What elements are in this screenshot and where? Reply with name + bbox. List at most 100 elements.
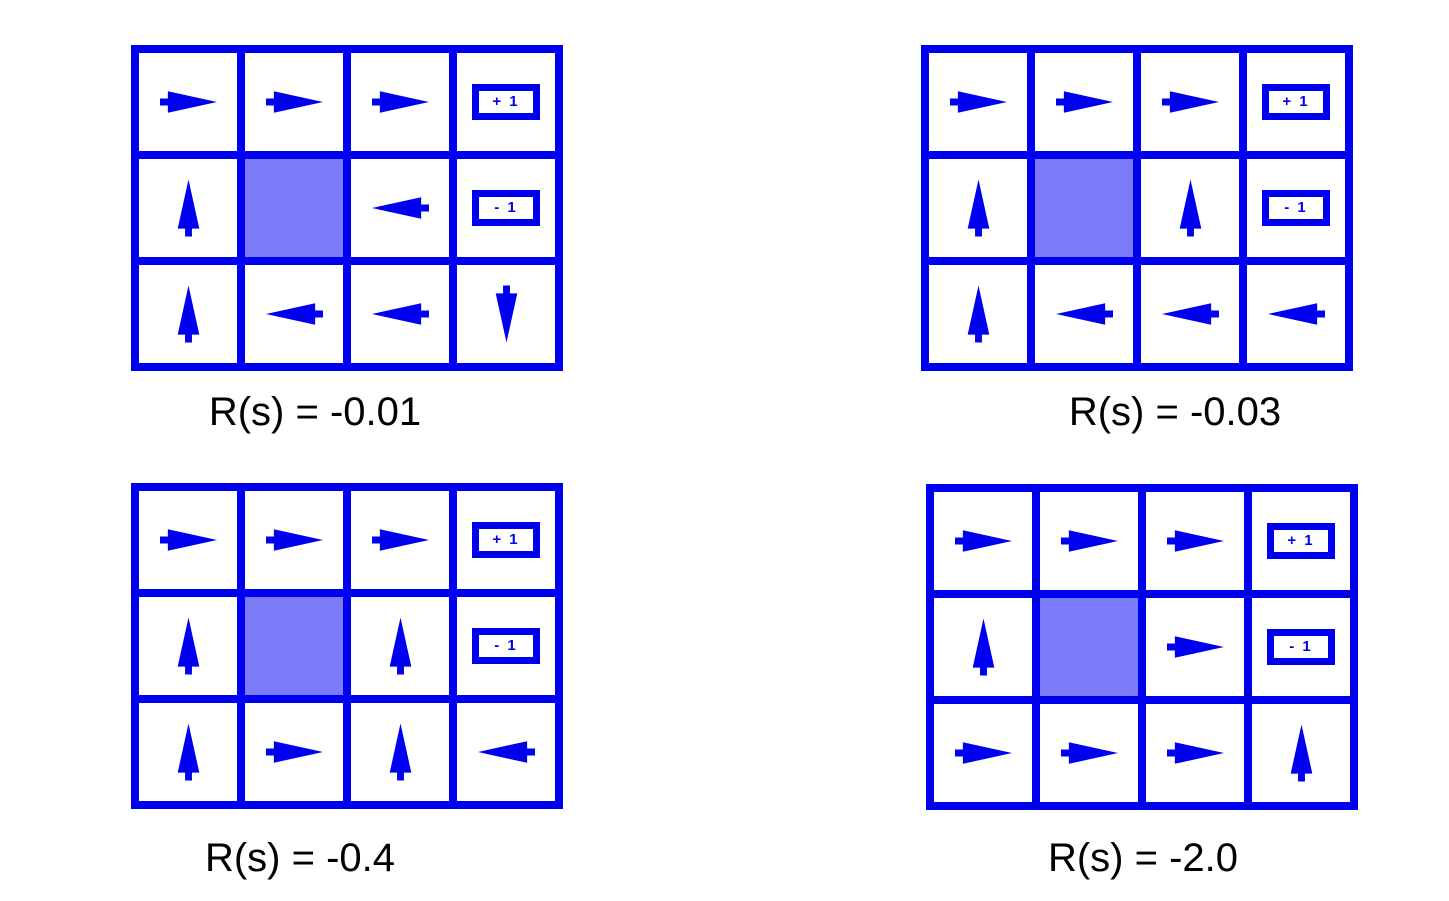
cell-r3-c1	[934, 704, 1032, 802]
cell-r1-c4: + 1	[457, 491, 555, 589]
arrow-up-icon	[177, 617, 199, 675]
cell-r2-c4: - 1	[1247, 159, 1345, 257]
cell-r2-c4: - 1	[457, 159, 555, 257]
arrow-left-icon	[477, 741, 535, 763]
wall-cell	[1035, 159, 1133, 257]
arrow-right-icon	[371, 91, 429, 113]
terminal-plus-one: + 1	[1262, 84, 1330, 120]
cell-r3-c4	[1252, 704, 1350, 802]
cell-r1-c3	[1146, 492, 1244, 590]
arrow-left-icon	[265, 303, 323, 325]
cell-r3-c4	[1247, 265, 1345, 363]
policy-grid-3: + 1 - 1	[131, 483, 563, 809]
cell-r1-c4: + 1	[1247, 53, 1345, 151]
cell-r2-c3	[351, 597, 449, 695]
cell-r2-c1	[139, 597, 237, 695]
cell-r3-c3	[1146, 704, 1244, 802]
arrow-up-icon	[1290, 724, 1312, 782]
cell-r2-c1	[934, 598, 1032, 696]
arrow-right-icon	[1161, 91, 1219, 113]
arrow-left-icon	[1055, 303, 1113, 325]
cell-r3-c2	[1035, 265, 1133, 363]
arrow-up-icon	[389, 723, 411, 781]
cell-r3-c2	[245, 265, 343, 363]
cell-r1-c3	[351, 53, 449, 151]
arrow-up-icon	[1179, 179, 1201, 237]
terminal-plus-one: + 1	[1267, 523, 1335, 559]
arrow-right-icon	[265, 529, 323, 551]
arrow-right-icon	[954, 742, 1012, 764]
arrow-up-icon	[177, 723, 199, 781]
policy-grid-4: + 1 - 1	[926, 484, 1358, 810]
cell-r1-c1	[139, 53, 237, 151]
cell-r2-c3	[1146, 598, 1244, 696]
arrow-right-icon	[159, 529, 217, 551]
cell-r2-c1	[929, 159, 1027, 257]
cell-r3-c3	[351, 703, 449, 801]
wall-cell	[245, 159, 343, 257]
arrow-right-icon	[949, 91, 1007, 113]
arrow-up-icon	[972, 618, 994, 676]
cell-r1-c3	[351, 491, 449, 589]
arrow-right-icon	[1166, 742, 1224, 764]
arrow-right-icon	[371, 529, 429, 551]
cell-r1-c1	[929, 53, 1027, 151]
cell-r1-c2	[245, 53, 343, 151]
arrow-right-icon	[265, 91, 323, 113]
arrow-left-icon	[1267, 303, 1325, 325]
arrow-right-icon	[265, 741, 323, 763]
arrow-right-icon	[1060, 530, 1118, 552]
cell-r3-c4	[457, 265, 555, 363]
arrow-left-icon	[1161, 303, 1219, 325]
wall-cell	[245, 597, 343, 695]
arrow-right-icon	[1055, 91, 1113, 113]
cell-r2-c3	[351, 159, 449, 257]
arrow-up-icon	[967, 285, 989, 343]
arrow-up-icon	[967, 179, 989, 237]
arrow-right-icon	[1166, 530, 1224, 552]
reward-label-1: R(s) = -0.01	[208, 390, 422, 434]
arrow-down-icon	[495, 285, 517, 343]
terminal-minus-one: - 1	[1267, 629, 1335, 665]
cell-r1-c4: + 1	[1252, 492, 1350, 590]
terminal-plus-one: + 1	[472, 84, 540, 120]
terminal-minus-one: - 1	[1262, 190, 1330, 226]
policy-grid-2: + 1 - 1	[921, 45, 1353, 371]
cell-r3-c1	[929, 265, 1027, 363]
arrow-up-icon	[389, 617, 411, 675]
cell-r1-c1	[934, 492, 1032, 590]
cell-r1-c3	[1141, 53, 1239, 151]
cell-r3-c1	[139, 265, 237, 363]
arrow-up-icon	[177, 179, 199, 237]
arrow-left-icon	[371, 197, 429, 219]
arrow-left-icon	[371, 303, 429, 325]
cell-r2-c4: - 1	[1252, 598, 1350, 696]
arrow-right-icon	[1060, 742, 1118, 764]
terminal-minus-one: - 1	[472, 628, 540, 664]
reward-label-2: R(s) = -0.03	[1068, 390, 1282, 434]
cell-r1-c1	[139, 491, 237, 589]
arrow-up-icon	[177, 285, 199, 343]
cell-r1-c2	[1040, 492, 1138, 590]
cell-r2-c4: - 1	[457, 597, 555, 695]
cell-r2-c3	[1141, 159, 1239, 257]
wall-cell	[1040, 598, 1138, 696]
cell-r1-c2	[245, 491, 343, 589]
cell-r1-c4: + 1	[457, 53, 555, 151]
arrow-right-icon	[954, 530, 1012, 552]
cell-r1-c2	[1035, 53, 1133, 151]
cell-r3-c3	[351, 265, 449, 363]
cell-r3-c2	[245, 703, 343, 801]
arrow-right-icon	[159, 91, 217, 113]
policy-grid-1: + 1 - 1	[131, 45, 563, 371]
cell-r3-c1	[139, 703, 237, 801]
cell-r3-c2	[1040, 704, 1138, 802]
arrow-right-icon	[1166, 636, 1224, 658]
reward-label-3: R(s) = -0.4	[204, 836, 396, 880]
cell-r3-c4	[457, 703, 555, 801]
terminal-plus-one: + 1	[472, 522, 540, 558]
cell-r3-c3	[1141, 265, 1239, 363]
terminal-minus-one: - 1	[472, 190, 540, 226]
cell-r2-c1	[139, 159, 237, 257]
